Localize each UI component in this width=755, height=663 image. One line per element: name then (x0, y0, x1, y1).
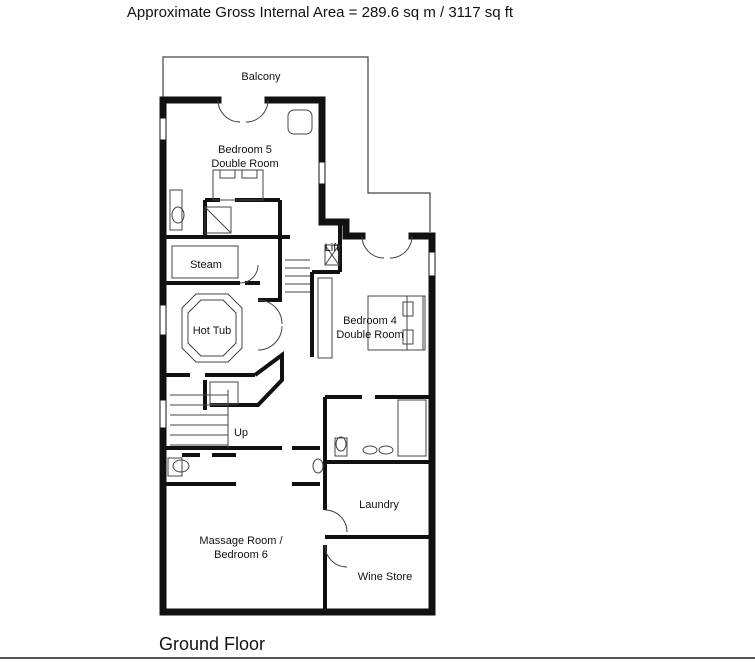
floor-label: Ground Floor (159, 634, 266, 654)
steam-label: Steam (190, 259, 222, 271)
bedroom4-label-2: Double Room (336, 329, 403, 341)
hot-tub-label: Hot Tub (193, 325, 232, 337)
balcony-label: Balcony (241, 71, 281, 83)
lift-label: Lift (325, 242, 340, 254)
wine-store-label: Wine Store (358, 571, 412, 583)
fixtures (167, 99, 427, 568)
massage-room-label-1: Massage Room / (199, 535, 283, 547)
laundry-label: Laundry (359, 499, 399, 511)
hot-tub-shape (181, 293, 243, 363)
balcony-outline (162, 56, 431, 232)
area-title: Approximate Gross Internal Area = 289.6 … (126, 4, 514, 21)
windows (159, 117, 436, 429)
stairs-up-label: Up (234, 427, 248, 439)
massage-room-label-2: Bedroom 6 (214, 549, 268, 561)
outer-walls (159, 96, 436, 616)
bottom-divider (0, 657, 755, 659)
bedroom4-label-1: Bedroom 4 (343, 315, 397, 327)
bedroom5-label-2: Double Room (211, 158, 278, 170)
bedroom5-label-1: Bedroom 5 (218, 144, 272, 156)
